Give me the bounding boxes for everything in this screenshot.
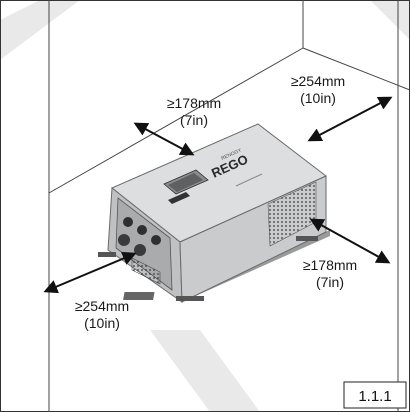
room-walls <box>48 0 410 412</box>
floor-back-left-edge <box>48 47 304 194</box>
terminal-icon <box>137 225 147 235</box>
terminal-icon <box>123 217 133 227</box>
top-right-value: ≥254mm <box>291 73 345 89</box>
clearance-labels: ≥178mm (7in) ≥254mm (10in) ≥178mm (7in) … <box>75 73 357 331</box>
clearance-arrows <box>43 96 393 294</box>
right-side-value: ≥178mm <box>303 257 357 273</box>
figure-number: 1.1.1 <box>358 388 391 405</box>
arrow-top-back <box>133 122 195 156</box>
top-back-imperial: (7in) <box>180 112 208 128</box>
figure-number-box: 1.1.1 <box>343 381 407 409</box>
terminal-icon <box>134 244 146 256</box>
terminal-icon <box>118 234 130 246</box>
top-back-value: ≥178mm <box>167 95 221 111</box>
front-imperial: (10in) <box>84 315 120 331</box>
front-value: ≥254mm <box>75 298 129 314</box>
arrow-front <box>43 251 137 294</box>
terminal-icon <box>151 235 161 245</box>
inverter-device: RENOGY REGO <box>98 123 330 303</box>
floor-back-right-edge <box>302 47 410 91</box>
top-right-imperial: (10in) <box>300 90 336 106</box>
rating-label <box>168 192 190 204</box>
arrow-top-right <box>307 96 393 142</box>
arrow-right-side <box>309 218 391 264</box>
right-side-imperial: (7in) <box>316 274 344 290</box>
